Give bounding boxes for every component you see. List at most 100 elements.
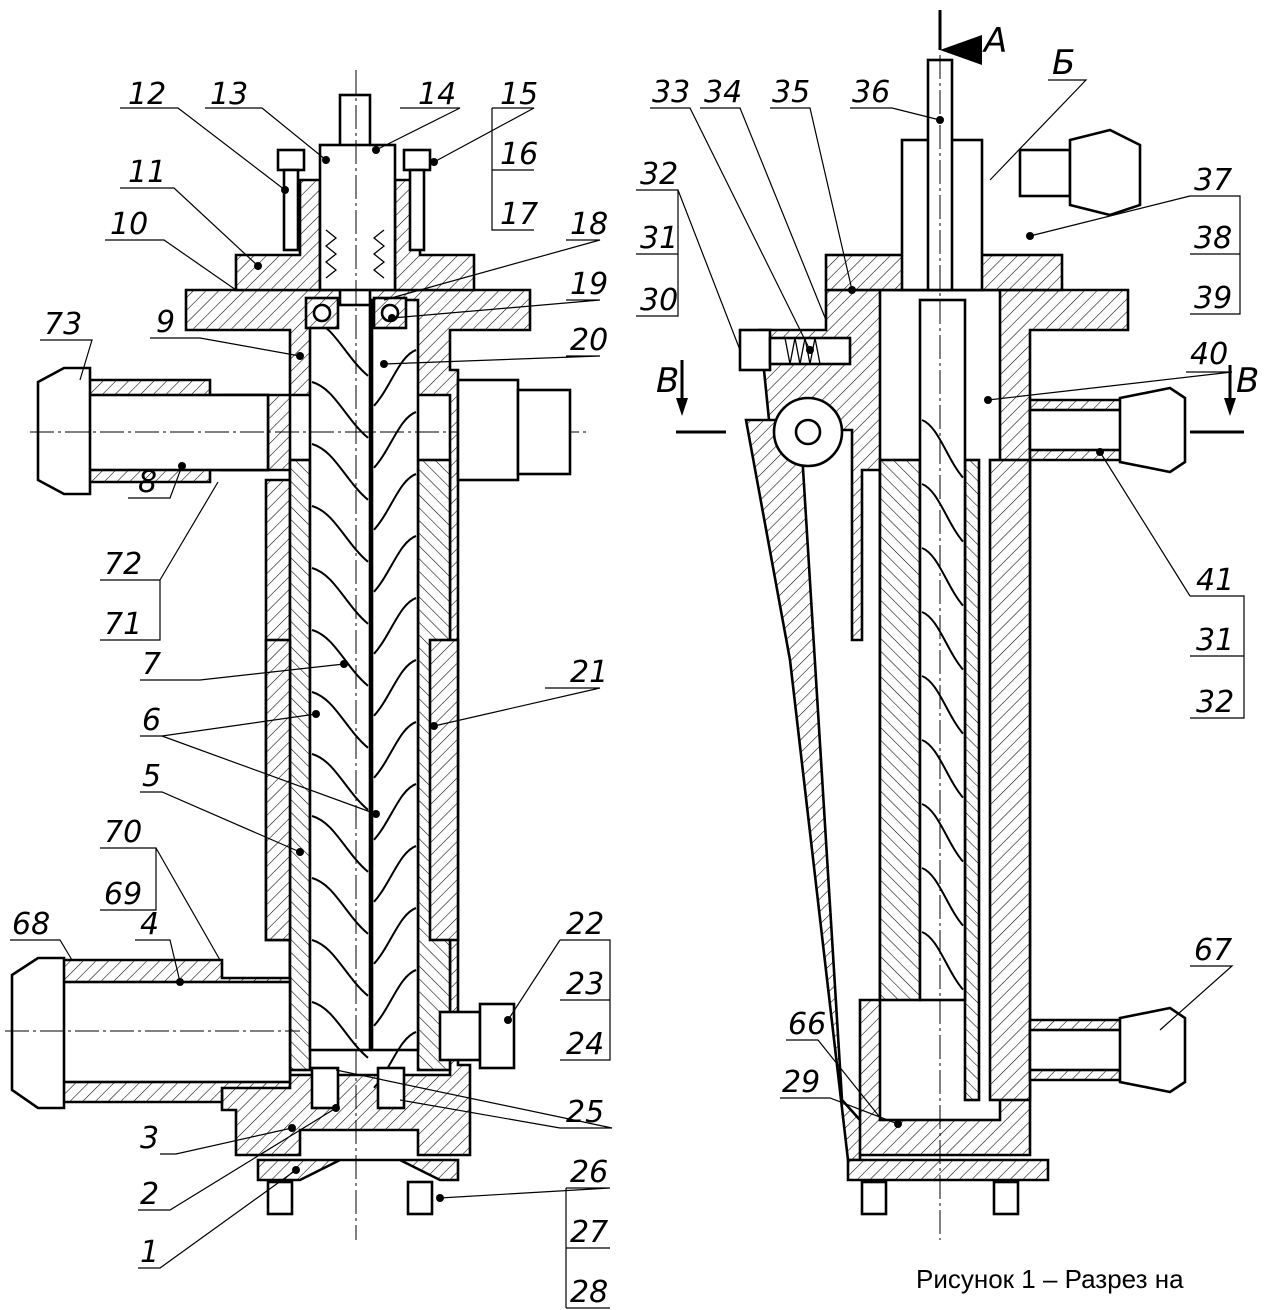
right-screw-threads <box>921 419 964 991</box>
bush-left <box>310 1066 340 1110</box>
thread-curve <box>373 907 417 965</box>
label-10: 10 <box>110 207 148 242</box>
figure-caption: Рисунок 1 – Разрез на <box>916 1264 1184 1294</box>
label-6: 6 <box>142 703 161 738</box>
view-label-a: А <box>982 21 1007 61</box>
label-17: 17 <box>500 197 538 232</box>
label-12: 12 <box>128 77 166 112</box>
right-section-view <box>676 10 1244 1240</box>
label-26: 26 <box>570 1155 608 1190</box>
label-66: 66 <box>788 1007 826 1042</box>
label-70: 70 <box>104 815 142 850</box>
thread-curve <box>921 611 964 671</box>
label-30: 30 <box>640 283 678 318</box>
label-32-second: 32 <box>1196 685 1234 720</box>
bolt-15-shank <box>408 168 426 252</box>
label-15: 15 <box>500 77 538 112</box>
label-23: 23 <box>566 967 604 1002</box>
label-36: 36 <box>852 75 890 110</box>
seal-housing <box>318 143 397 292</box>
thread-curve <box>373 473 417 531</box>
bottom-cover <box>256 1158 460 1182</box>
section-label-left: В <box>656 361 679 401</box>
right-liner-mid <box>963 458 981 1102</box>
view-label-b: Б <box>1052 43 1075 83</box>
label-73: 73 <box>44 307 82 342</box>
label-29: 29 <box>782 1065 820 1100</box>
label-20: 20 <box>570 323 608 358</box>
thread-curve <box>373 969 417 1027</box>
label-33: 33 <box>652 75 690 110</box>
thread-curve <box>311 939 369 997</box>
right-screw <box>918 298 967 1002</box>
thread-curve <box>921 675 964 735</box>
label-18: 18 <box>570 207 608 242</box>
liner-left <box>288 458 312 1072</box>
thread-curve <box>373 349 417 407</box>
label-41: 41 <box>1196 563 1234 598</box>
thread-curve <box>921 483 964 543</box>
bush-right <box>376 1066 406 1110</box>
bottom-bolt-right <box>406 1180 434 1216</box>
bolt-12-shank <box>282 168 300 252</box>
part-labels-left: 12 13 14 15 16 17 11 10 18 19 20 73 9 8 … <box>12 77 608 1310</box>
bolt-12-head <box>276 148 306 172</box>
label-8: 8 <box>138 465 157 500</box>
gauge-nut <box>1068 128 1142 217</box>
left-section-view <box>5 70 590 1240</box>
thread-curve <box>921 547 964 607</box>
thread-curve <box>311 877 369 935</box>
label-22: 22 <box>566 907 604 942</box>
label-28: 28 <box>570 1275 608 1310</box>
label-37: 37 <box>1194 163 1232 198</box>
label-32: 32 <box>640 157 678 192</box>
bolt-15-head <box>402 148 432 172</box>
label-25: 25 <box>566 1095 604 1130</box>
right-liner-right <box>988 458 1032 1102</box>
support-arm <box>744 418 862 1162</box>
leader-lines <box>10 79 1245 1309</box>
lower-nozzle-bore <box>58 980 292 1084</box>
jacket-left <box>264 638 292 942</box>
label-5: 5 <box>142 759 161 794</box>
label-40: 40 <box>1190 337 1228 372</box>
label-13: 13 <box>210 77 248 112</box>
thread-curve <box>921 867 964 927</box>
bearing-left <box>304 296 340 330</box>
thread-curve <box>373 783 417 841</box>
cover-left <box>234 178 322 292</box>
drain-plug <box>438 1010 482 1062</box>
label-1: 1 <box>140 1235 159 1270</box>
screw-idle <box>370 298 420 1052</box>
valve-spring <box>784 337 821 365</box>
label-14: 14 <box>418 77 456 112</box>
thread-curve <box>311 567 369 625</box>
label-72: 72 <box>104 547 142 582</box>
label-68: 68 <box>12 907 50 942</box>
thread-curve <box>373 721 417 779</box>
label-19: 19 <box>570 267 608 302</box>
label-9: 9 <box>156 305 175 340</box>
label-35: 35 <box>772 75 810 110</box>
thread-curve <box>311 815 369 873</box>
label-67: 67 <box>1194 933 1232 968</box>
label-71: 71 <box>104 607 142 642</box>
thread-curve <box>921 803 964 863</box>
gauge-adapter <box>1018 148 1072 198</box>
right-liner-left <box>878 458 922 1002</box>
label-21: 21 <box>570 655 608 690</box>
part-labels-right: 32 31 30 33 34 35 36 А Б 37 38 39 40 В В… <box>640 21 1259 1100</box>
thread-curve <box>921 419 964 479</box>
thread-curve <box>921 931 964 991</box>
side-plug <box>516 388 572 476</box>
screw-drive <box>308 298 372 1052</box>
thread-curve <box>311 629 369 687</box>
thread-curve <box>373 597 417 655</box>
label-31-second: 31 <box>1196 623 1234 658</box>
section-label-right: В <box>1236 361 1259 401</box>
label-27: 27 <box>570 1215 608 1250</box>
upper-right-union <box>1118 386 1187 474</box>
label-34: 34 <box>704 75 742 110</box>
